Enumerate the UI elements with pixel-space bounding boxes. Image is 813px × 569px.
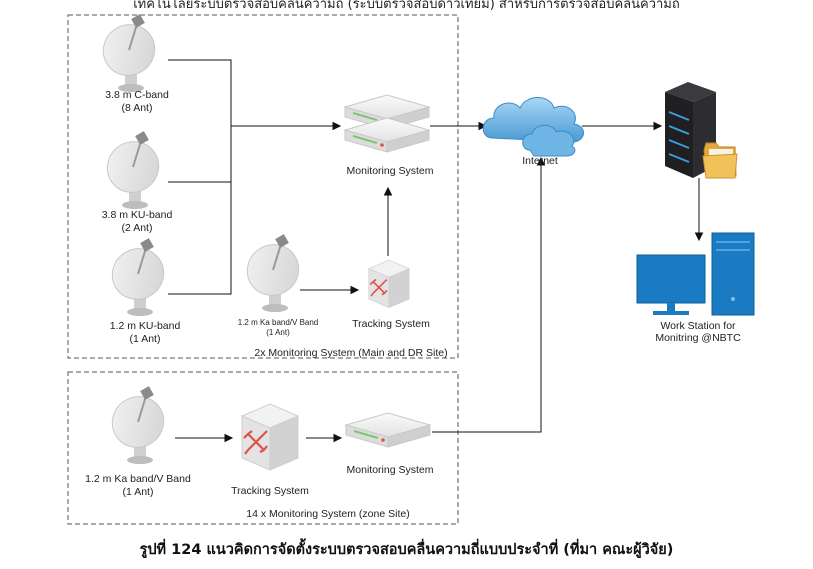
- tracking-zone-icon: [240, 402, 300, 472]
- connectors: [168, 59, 704, 443]
- monitoring-zone-server-icon: [345, 412, 431, 448]
- workstation-icon: [636, 232, 755, 316]
- folder-icon: [702, 142, 738, 179]
- ku-1-2m-label: 1.2 m KU-band: [110, 320, 181, 332]
- c-band-antenna-icon: [92, 13, 166, 93]
- main-site-group-box: [67, 14, 459, 359]
- workstation-label-line1: Work Station for: [660, 320, 736, 332]
- internet-label: Internet: [522, 155, 558, 167]
- tracking-zone-label: Tracking System: [231, 485, 309, 497]
- ku-1-2m-count: (1 Ant): [130, 333, 161, 345]
- workstation-label-line2: Monitring @NBTC: [655, 332, 741, 344]
- internet-cloud-icon: [482, 97, 584, 157]
- c-band-count: (8 Ant): [122, 102, 153, 114]
- c-band-label: 3.8 m C-band: [105, 89, 169, 101]
- antenna-bus-line: [168, 59, 232, 295]
- top-text: เทคโนโลยีระบบตรวจสอบคลื่นความถี่ (ระบบตร…: [133, 0, 680, 12]
- ka-zone-count: (1 Ant): [123, 486, 154, 498]
- zone-site-group-box: [67, 371, 459, 525]
- zone-group-label: 14 x Monitoring System (zone Site): [246, 508, 409, 520]
- ka-main-label: 1.2 m Ka band/V Band: [238, 318, 319, 327]
- tracking-main-icon: [368, 259, 410, 309]
- monitoring-main-server-icon: [344, 94, 430, 153]
- figure-caption: รูปที่ 124 แนวคิดการจัดตั้งระบบตรวจสอบคล…: [139, 542, 674, 558]
- ka-main-antenna-icon: [236, 233, 310, 313]
- tracking-main-label: Tracking System: [352, 318, 430, 330]
- monitoring-main-label: Monitoring System: [347, 165, 434, 177]
- monitoring-zone-label: Monitoring System: [347, 464, 434, 476]
- ku-1-2m-antenna-icon: [101, 237, 175, 317]
- ka-main-count: (1 Ant): [266, 328, 290, 337]
- ka-zone-label: 1.2 m Ka band/V Band: [85, 473, 191, 485]
- ku-band-count: (2 Ant): [122, 222, 153, 234]
- ka-zone-antenna-icon: [101, 385, 175, 465]
- main-group-label: 2x Monitoring System (Main and DR Site): [254, 347, 447, 359]
- ku-band-label: 3.8 m KU-band: [102, 209, 173, 221]
- ku-band-antenna-icon: [96, 130, 170, 210]
